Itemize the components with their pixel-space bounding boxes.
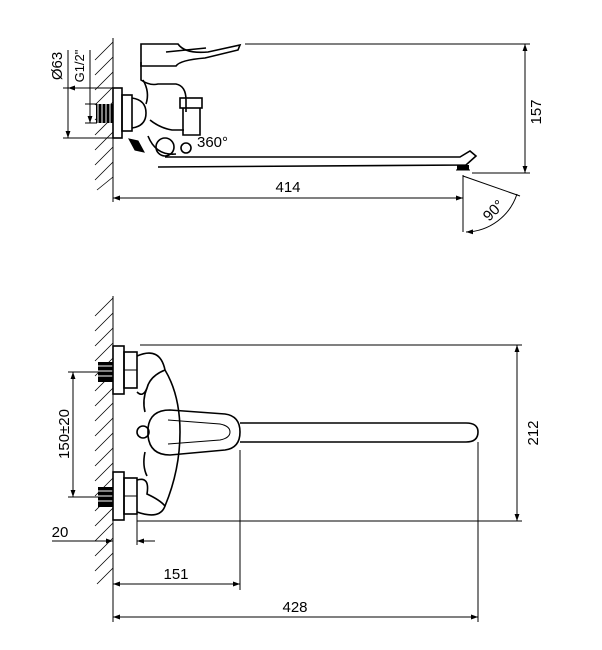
- escutcheon-bottom: [112, 471, 138, 521]
- handle-top: [147, 409, 241, 456]
- dimension-wall-offset: 20: [52, 512, 155, 545]
- height-label-157: 157: [528, 99, 545, 124]
- dimension-spacing: 150±20: [56, 371, 98, 498]
- handle-lever: [140, 43, 242, 67]
- angle-label-90: 90°: [480, 197, 508, 225]
- dimension-157: 157: [245, 43, 545, 174]
- body-top: [136, 352, 181, 516]
- swivel-label-360: 360°: [197, 134, 228, 151]
- escutcheon-top: [112, 345, 138, 395]
- height-label-212: 212: [525, 420, 542, 445]
- diameter-label: Ø63: [49, 52, 66, 80]
- valve-body: [128, 62, 203, 157]
- spout-length-label-414: 414: [275, 179, 300, 196]
- dimension-212: 212: [137, 344, 542, 522]
- thread-label: G1/2": [72, 49, 87, 82]
- dimension-diameter: Ø63: [49, 50, 113, 139]
- total-length-label: 428: [282, 599, 307, 616]
- wall-top: [94, 296, 114, 586]
- dimension-thread: G1/2": [72, 49, 97, 124]
- spacing-label: 150±20: [56, 409, 73, 459]
- angle-90: 90°: [462, 175, 521, 235]
- handle-reach-label: 151: [163, 566, 188, 583]
- wall-offset-label: 20: [52, 524, 69, 541]
- inlet-pipe-top: [98, 362, 113, 382]
- dimension-414: 414: [112, 175, 464, 232]
- escutcheon-nut: [112, 87, 147, 139]
- top-view: 212 150±20 20 151 428: [52, 296, 542, 622]
- dimension-151: 151: [113, 450, 241, 590]
- dimension-428: 428: [112, 442, 479, 622]
- spout-top: [240, 422, 479, 443]
- spout-side: [157, 150, 478, 171]
- threaded-pipe: [96, 104, 113, 123]
- inlet-pipe-bottom: [98, 487, 113, 507]
- side-view: 157 414 360° 90° Ø63 G1/: [49, 38, 545, 235]
